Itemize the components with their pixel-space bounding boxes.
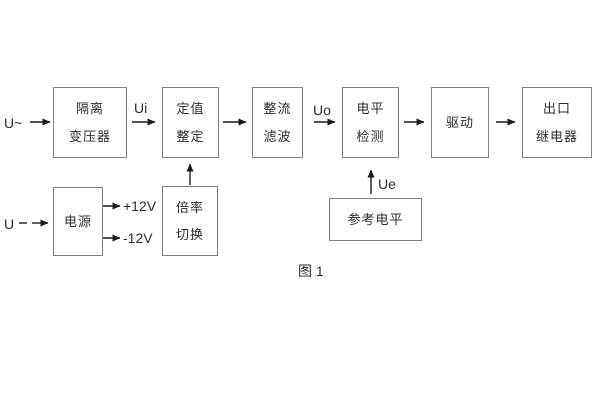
block-label: 电平 (356, 101, 385, 117)
block-label: 电源 (63, 214, 92, 229)
block-label: 继电器 (535, 128, 578, 144)
figure-caption: 图 1 (298, 263, 324, 279)
block-label: 滤波 (263, 128, 292, 144)
block-reference-level: 参考电平 (329, 198, 422, 241)
block-label: 整流 (263, 101, 292, 117)
block-level-detect: 电平 检测 (342, 87, 399, 158)
block-setting-adjust: 定值 整定 (162, 87, 219, 158)
signal-ui-label: Ui (134, 100, 148, 116)
block-label: 定值 (176, 101, 205, 117)
block-rectify-filter: 整流 滤波 (252, 87, 303, 158)
block-drive: 驱动 (431, 87, 489, 158)
block-power-supply: 电源 (53, 187, 103, 256)
block-label: 变压器 (68, 128, 111, 144)
block-label: 隔离 (75, 101, 104, 117)
block-label: 驱动 (445, 115, 474, 130)
block-label: 整定 (176, 128, 205, 144)
ac-input-label: U~ (4, 115, 23, 131)
block-output-relay: 出口 继电器 (522, 87, 592, 158)
signal-ue-label: Ue (378, 176, 396, 192)
signal-uo-label: Uo (313, 102, 331, 118)
block-label: 倍率 (175, 200, 204, 215)
block-isolation-transformer: 隔离 变压器 (53, 87, 127, 158)
block-label: 检测 (356, 128, 385, 144)
rail-positive-label: +12V (123, 198, 157, 214)
block-label: 参考电平 (347, 212, 404, 227)
block-label: 切换 (175, 227, 204, 242)
rail-negative-label: -12V (123, 230, 153, 246)
dc-input-label: U (4, 216, 15, 232)
block-label: 出口 (542, 101, 571, 117)
block-ratio-switch: 倍率 切换 (162, 186, 218, 256)
